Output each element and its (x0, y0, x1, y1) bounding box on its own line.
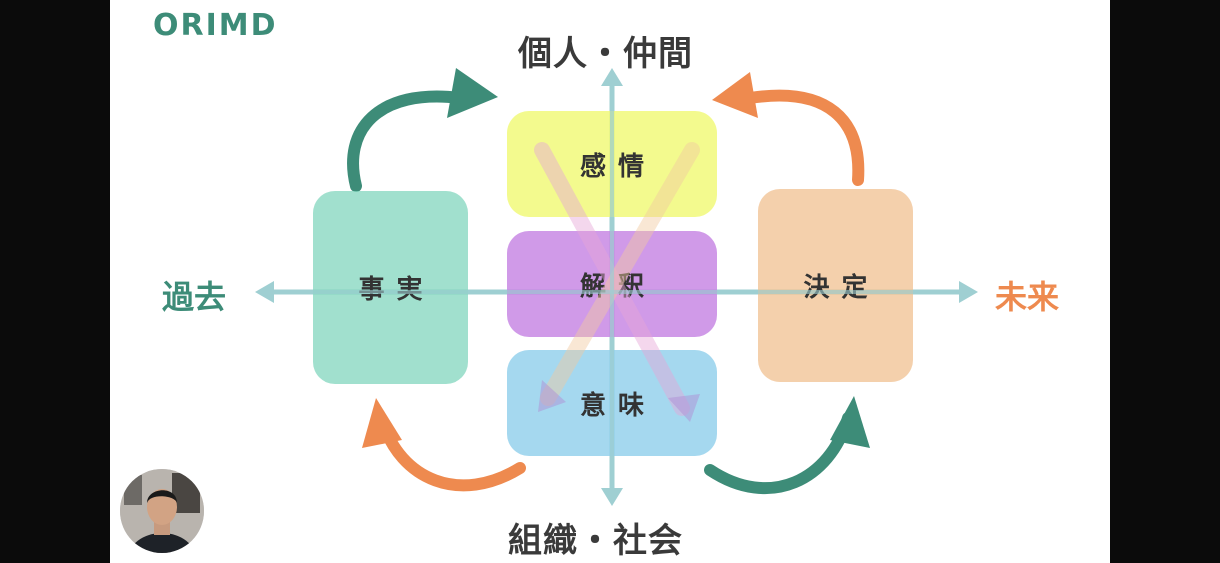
axis-label-left: 過去 (162, 278, 227, 316)
letterbox-left (0, 0, 110, 563)
cross-arrowhead-right-icon (668, 394, 700, 422)
axis-arrow-left-icon (255, 281, 274, 303)
letterbox-right (1110, 0, 1220, 563)
box-decision-label: 決定 (803, 273, 880, 303)
axis-arrow-down-icon (601, 488, 623, 506)
box-decision: 決定 (758, 189, 913, 382)
cross-arrowhead-left-icon (538, 380, 566, 412)
arrowhead-orange-bottom-icon (362, 398, 402, 448)
cross-line-emotion-to-fact (540, 142, 700, 406)
brand-logo: ORIMD (153, 8, 278, 43)
axis-label-top: 個人・仲間 (518, 34, 693, 74)
box-fact: 事実 (313, 191, 468, 384)
arrowhead-orange-top-icon (712, 72, 758, 118)
arrowhead-green-top-icon (447, 68, 498, 118)
presenter-avatar-icon (120, 469, 204, 553)
axis-label-right: 未来 (995, 278, 1060, 316)
axis-arrow-up-icon (601, 68, 623, 86)
axis-label-bottom: 組織・社会 (508, 521, 683, 561)
crossing-arrows (313, 111, 913, 456)
arrowhead-green-bottom-icon (830, 396, 870, 448)
axis-arrow-right-icon (959, 281, 978, 303)
slide: ORIMD 事実 決定 感情 解釈 意味 (110, 0, 1110, 563)
curved-arrow-decision-to-emotion (744, 89, 865, 186)
presenter-avatar (120, 469, 204, 553)
curved-arrow-fact-to-emotion (347, 90, 466, 192)
